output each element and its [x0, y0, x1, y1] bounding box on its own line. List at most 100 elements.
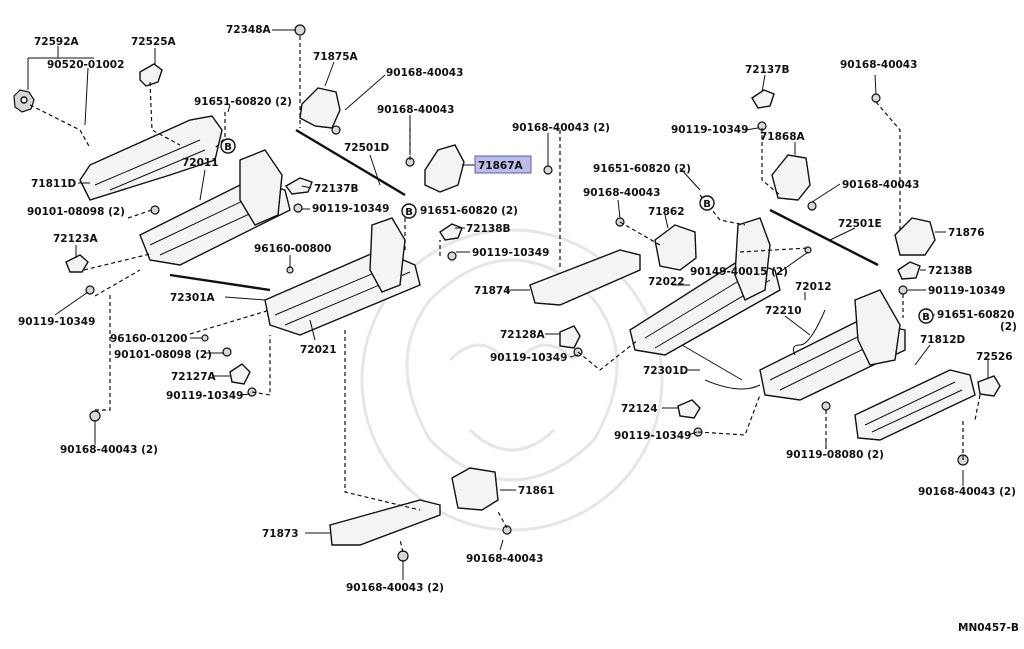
- label-90119-10349-c[interactable]: 90119-10349: [18, 316, 95, 328]
- label-72011[interactable]: 72011: [182, 157, 219, 169]
- part-71874-bracket[interactable]: [529, 249, 641, 306]
- label-71812d[interactable]: 71812D: [920, 334, 966, 346]
- label-72348a[interactable]: 72348A: [226, 24, 272, 36]
- label-71876[interactable]: 71876: [948, 227, 985, 239]
- part-72138b-block-left[interactable]: [439, 223, 463, 241]
- part-71811d-cover[interactable]: [79, 115, 223, 201]
- label-90168-40043-2-c[interactable]: 90168-40043 (2): [918, 486, 1016, 498]
- label-72022[interactable]: 72022: [648, 276, 685, 288]
- part-71868a-cover[interactable]: [771, 154, 811, 201]
- label-71868a[interactable]: 71868A: [760, 131, 806, 143]
- part-71875a-bracket[interactable]: [299, 87, 341, 129]
- label-96160-00800[interactable]: 96160-00800: [254, 243, 331, 255]
- label-71875a[interactable]: 71875A: [313, 51, 359, 63]
- part-recliner-arm-right[interactable]: [854, 289, 901, 366]
- part-72123a-handle[interactable]: [65, 254, 89, 273]
- part-72210-cable[interactable]: [792, 309, 826, 356]
- label-72138b-a[interactable]: 72138B: [466, 223, 511, 235]
- part-72127a-handle[interactable]: [229, 363, 251, 385]
- label-91651-60820-2-b[interactable]: 91651-60820 (2): [420, 205, 518, 217]
- label-72128a[interactable]: 72128A: [500, 329, 546, 341]
- label-71874[interactable]: 71874: [474, 285, 511, 297]
- part-72525a-clip[interactable]: [139, 63, 163, 87]
- label-72526[interactable]: 72526: [976, 351, 1013, 363]
- label-90119-10349-f[interactable]: 90119-10349: [671, 124, 748, 136]
- label-90168-40043-2-b[interactable]: 90168-40043 (2): [512, 122, 610, 134]
- label-90119-10349-b[interactable]: 90119-10349: [472, 247, 549, 259]
- part-72301d-spring[interactable]: [681, 344, 743, 381]
- label-90119-10349-d[interactable]: 90119-10349: [166, 390, 243, 402]
- part-71862-cover[interactable]: [654, 224, 697, 271]
- label-90168-40043-c[interactable]: 90168-40043: [583, 187, 660, 199]
- label-91651-60820[interactable]: 91651-60820: [937, 309, 1014, 321]
- label-96160-01200[interactable]: 96160-01200: [110, 333, 187, 345]
- label-90520-01002[interactable]: 90520-01002: [47, 59, 124, 71]
- label-72137b-a[interactable]: 72137B: [314, 183, 359, 195]
- assembly-dashed-lines: [29, 36, 981, 553]
- part-72526-clip[interactable]: [977, 375, 1001, 397]
- label-72301a[interactable]: 72301A: [170, 292, 216, 304]
- part-71876-cover[interactable]: [894, 217, 936, 256]
- part-72137b-block[interactable]: [284, 177, 313, 195]
- label-90119-10349-h[interactable]: 90119-10349: [614, 430, 691, 442]
- label-71867a[interactable]: 71867A: [478, 160, 524, 172]
- label-90168-40043-b[interactable]: 90168-40043: [377, 104, 454, 116]
- part-72501e-rod[interactable]: [769, 208, 879, 267]
- highlighted-part-box[interactable]: [474, 155, 532, 174]
- part-labels: 72592A 90520-01002 72525A 72348A 71875A …: [18, 24, 1019, 634]
- label-72592a[interactable]: 72592A: [34, 36, 80, 48]
- part-recliner-right[interactable]: [734, 217, 771, 301]
- left-adjuster-assembly: [13, 24, 641, 562]
- part-71861-cover[interactable]: [451, 467, 499, 511]
- label-90168-40043-d[interactable]: 90168-40043: [840, 59, 917, 71]
- label-71861[interactable]: 71861: [518, 485, 555, 497]
- label-72124[interactable]: 72124: [621, 403, 658, 415]
- part-72138b-block-right[interactable]: [897, 261, 921, 280]
- label-90168-40043-2-a[interactable]: 90168-40043 (2): [60, 444, 158, 456]
- svg-text:B: B: [922, 312, 930, 323]
- part-72137b-clip-right[interactable]: [751, 89, 775, 109]
- label-71862[interactable]: 71862: [648, 206, 685, 218]
- label-90101-08098-2-a[interactable]: 90101-08098 (2): [27, 206, 125, 218]
- part-71873-bracket[interactable]: [329, 499, 441, 546]
- label-72127a[interactable]: 72127A: [171, 371, 217, 383]
- label-90101-08098-2-b[interactable]: 90101-08098 (2): [114, 349, 212, 361]
- label-91651-60820-2-a[interactable]: 91651-60820 (2): [194, 96, 292, 108]
- label-90119-10349-e[interactable]: 90119-10349: [490, 352, 567, 364]
- label-90168-40043-2-d[interactable]: 90168-40043 (2): [346, 582, 444, 594]
- label-71811d[interactable]: 71811D: [31, 178, 77, 190]
- label-72501d[interactable]: 72501D: [344, 142, 390, 154]
- marker-b-2: B: [401, 203, 417, 219]
- part-72124-handle[interactable]: [677, 399, 701, 419]
- part-recliner-arm-left[interactable]: [369, 217, 406, 293]
- circle-markers: B B B B: [220, 138, 934, 324]
- label-72138b-b[interactable]: 72138B: [928, 265, 973, 277]
- label-72021[interactable]: 72021: [300, 344, 337, 356]
- label-72501e[interactable]: 72501E: [838, 218, 882, 230]
- label-72210[interactable]: 72210: [765, 305, 802, 317]
- part-71812d-cover[interactable]: [854, 369, 976, 441]
- leader-lines: [27, 29, 989, 580]
- part-recliner-left[interactable]: [239, 149, 283, 226]
- part-72501d-rod[interactable]: [295, 128, 406, 197]
- part-71867a-cover[interactable]: [424, 144, 465, 193]
- label-90168-40043-e[interactable]: 90168-40043: [842, 179, 919, 191]
- svg-text:B: B: [405, 207, 413, 218]
- label-90149-40015-2[interactable]: 90149-40015 (2): [690, 266, 788, 278]
- label-90168-40043-a[interactable]: 90168-40043: [386, 67, 463, 79]
- marker-b-4: B: [918, 308, 934, 324]
- label-90119-08080-2[interactable]: 90119-08080 (2): [786, 449, 884, 461]
- part-72128a-knob[interactable]: [559, 325, 581, 349]
- label-72012[interactable]: 72012: [795, 281, 832, 293]
- label-91651-60820-2-c[interactable]: 91651-60820 (2): [593, 163, 691, 175]
- label-72123a[interactable]: 72123A: [53, 233, 99, 245]
- label-72525a[interactable]: 72525A: [131, 36, 177, 48]
- marker-b-1: B: [220, 138, 236, 154]
- label-90168-40043-f[interactable]: 90168-40043: [466, 553, 543, 565]
- label-90119-10349-a[interactable]: 90119-10349: [312, 203, 389, 215]
- label-72137b-b[interactable]: 72137B: [745, 64, 790, 76]
- label-90119-10349-g[interactable]: 90119-10349: [928, 285, 1005, 297]
- label-72301d[interactable]: 72301D: [643, 365, 689, 377]
- label-71873[interactable]: 71873: [262, 528, 299, 540]
